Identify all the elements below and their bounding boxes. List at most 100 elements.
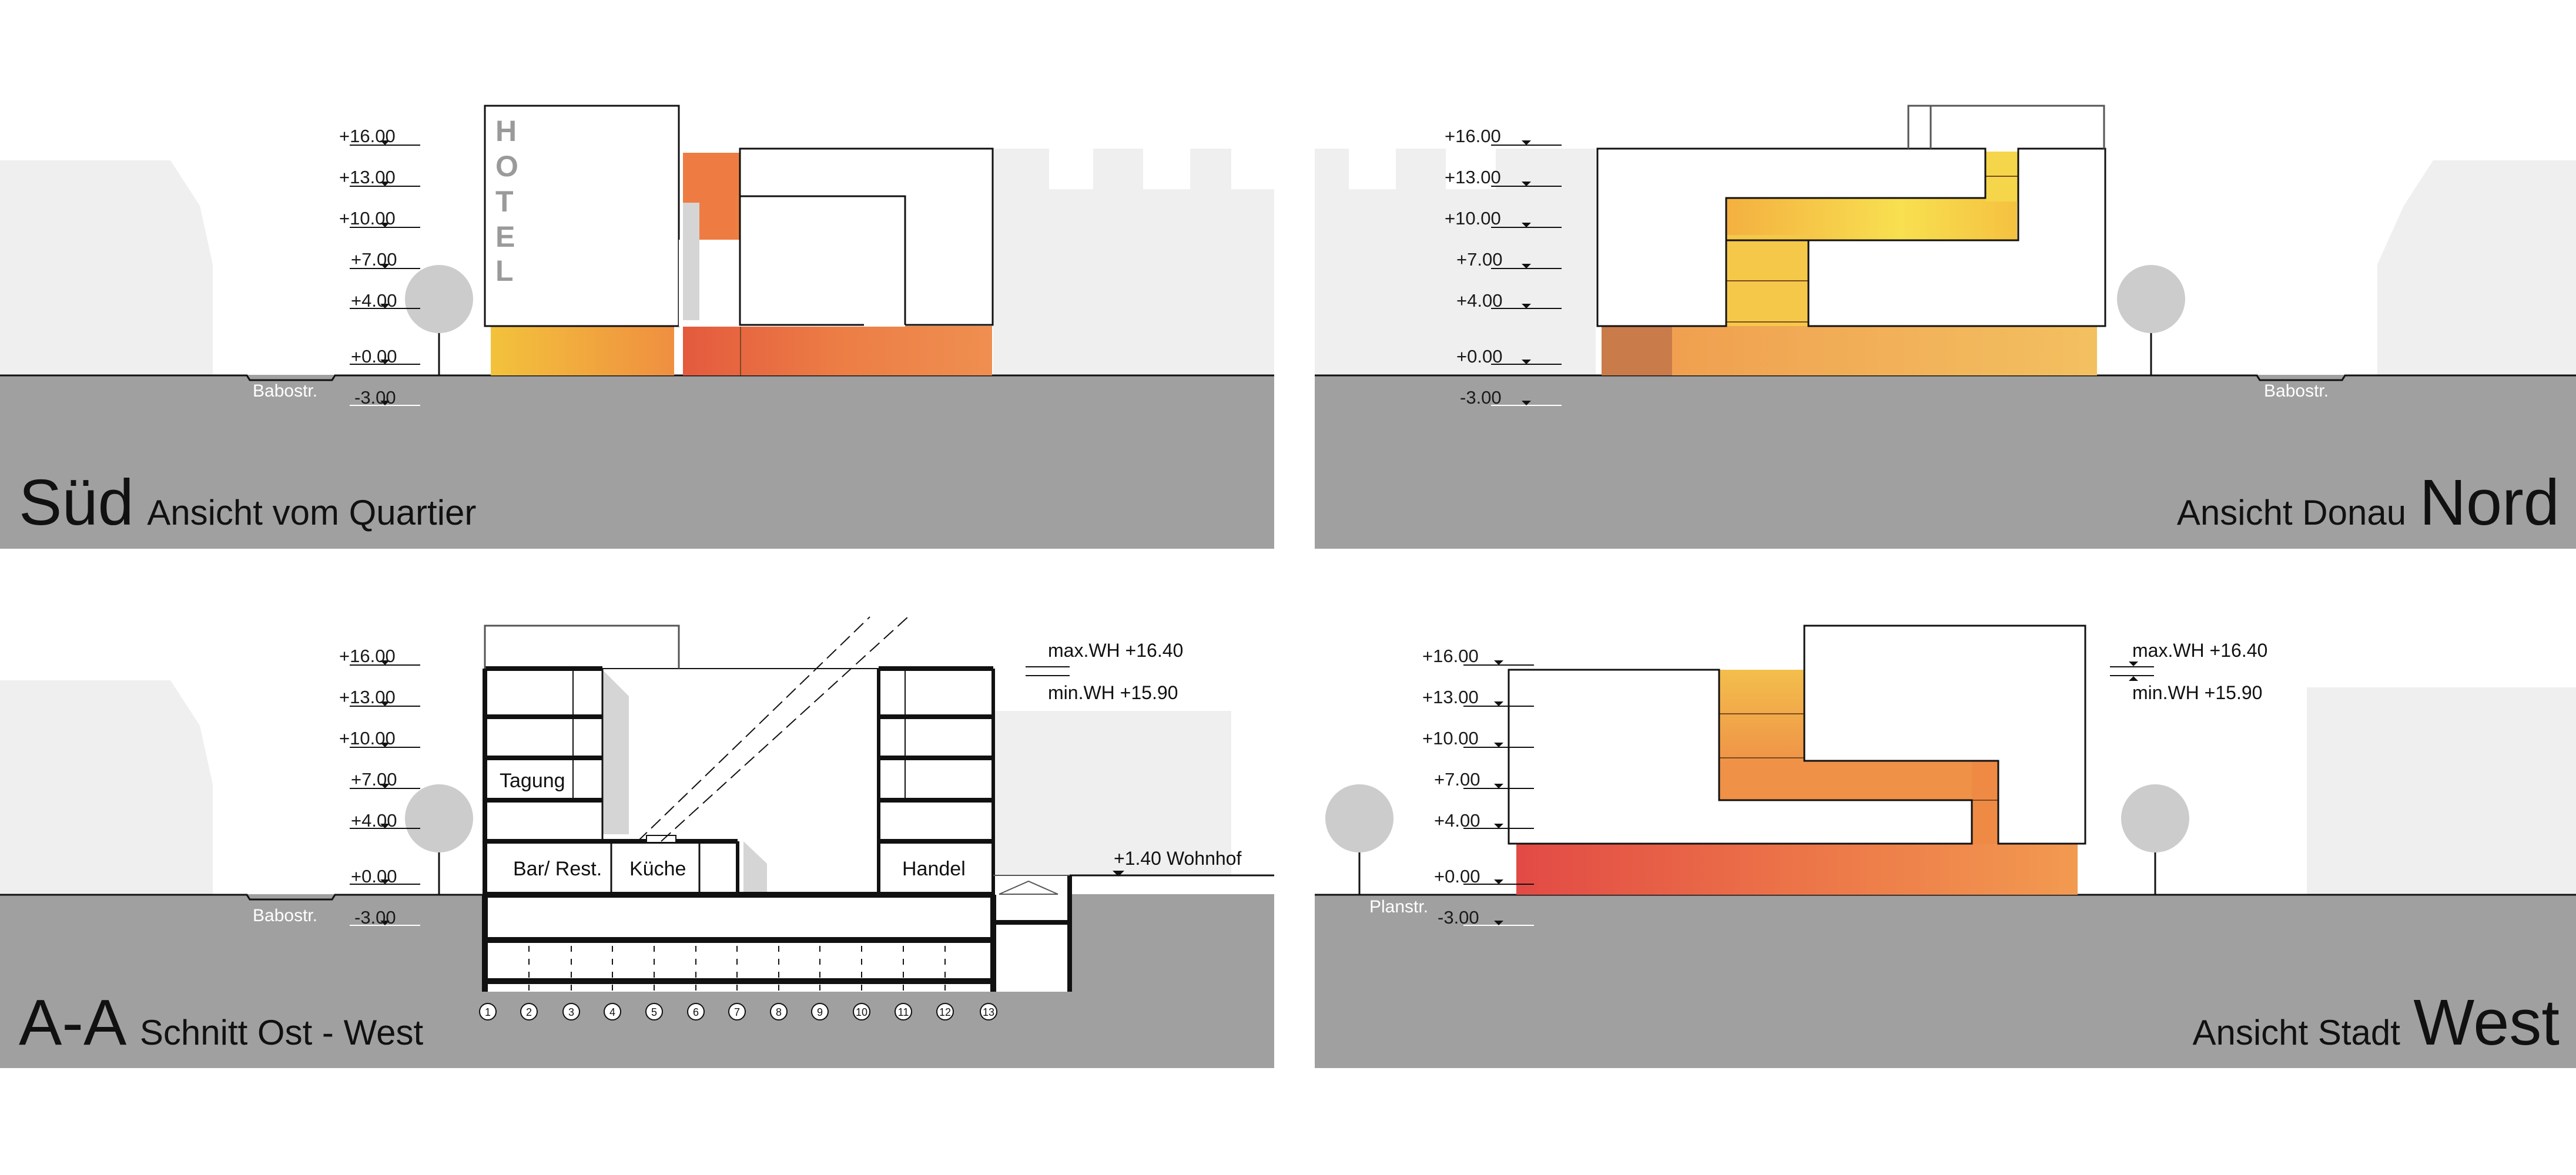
street-label: Babostr. — [253, 381, 317, 401]
neighbour-buildings — [2307, 687, 2576, 896]
level-labels: +16.00 +13.00 +10.00 +7.00 +4.00 +0.00 -… — [1445, 126, 1502, 408]
panel-schnitt: Tagung Bar/ Rest. Küche Handel 1 2 3 4 5… — [0, 616, 1274, 1068]
level-labels: +16.00 +13.00 +10.00 +7.00 +4.00 +0.00 -… — [1422, 646, 1480, 928]
level-label: -3.00 — [354, 387, 396, 408]
svg-text:8: 8 — [776, 1006, 782, 1018]
level-label: -3.00 — [1438, 907, 1479, 928]
level-label: +4.00 — [351, 290, 397, 311]
axis-marker: 9 — [811, 1003, 829, 1020]
street-profile — [1315, 374, 2576, 381]
axis-marker: 11 — [895, 1003, 912, 1020]
panel-title: Süd Ansicht vom Quartier — [19, 466, 476, 539]
room-label-bar: Bar/ Rest. — [513, 858, 602, 880]
svg-text:1: 1 — [485, 1006, 491, 1018]
ground-section — [0, 375, 1274, 549]
facade-building — [1508, 625, 2086, 895]
street-label: Planstr. — [1369, 897, 1428, 916]
svg-text:12: 12 — [939, 1006, 951, 1018]
courtyard-label: +1.40 Wohnhof — [1114, 848, 1241, 869]
level-label: +16.00 — [1422, 646, 1479, 666]
svg-text:5: 5 — [651, 1006, 657, 1018]
level-label: +13.00 — [339, 167, 396, 187]
level-label: +7.00 — [1456, 249, 1502, 270]
max-height-label: max.WH +16.40 — [1048, 640, 1183, 661]
level-label: -3.00 — [1460, 387, 1502, 408]
level-labels: +16.00 +13.00 +10.00 +7.00 +4.00 +0.00 -… — [339, 126, 397, 408]
tree — [1325, 784, 1393, 895]
axis-marker: 10 — [853, 1003, 870, 1020]
axis-marker: 7 — [728, 1003, 746, 1020]
courtyard-marker: +1.40 Wohnhof — [1113, 848, 1241, 877]
panel-title: A-A Schnitt Ost - West — [19, 986, 424, 1059]
level-label: +7.00 — [351, 249, 397, 270]
level-label: +10.00 — [1445, 208, 1501, 229]
level-label: +4.00 — [1456, 290, 1502, 311]
room-label-kueche: Küche — [629, 858, 686, 880]
hotel-letter: T — [495, 185, 514, 218]
axis-marker: 4 — [604, 1003, 621, 1020]
axis-marker: 6 — [687, 1003, 705, 1020]
level-label: +16.00 — [339, 126, 396, 146]
max-height-label: max.WH +16.40 — [2132, 640, 2267, 661]
level-labels: +16.00 +13.00 +10.00 +7.00 +4.00 +0.00 -… — [339, 646, 397, 928]
title-description: Ansicht Donau — [2177, 493, 2406, 532]
level-label: +10.00 — [1422, 728, 1479, 748]
title-orientation: A-A — [19, 986, 127, 1059]
hotel-letter: E — [495, 220, 515, 253]
panel-west: max.WH +16.40 min.WH +15.90 +16.00 +13.0… — [1315, 625, 2576, 1068]
title-orientation: Süd — [19, 466, 134, 539]
svg-text:7: 7 — [734, 1006, 740, 1018]
axis-marker: 3 — [562, 1003, 580, 1020]
level-label: +4.00 — [1434, 810, 1480, 831]
level-label: +0.00 — [1456, 346, 1502, 367]
axis-marker: 2 — [520, 1003, 538, 1020]
level-label: -3.00 — [354, 907, 396, 928]
level-label: +7.00 — [351, 769, 397, 790]
svg-text:3: 3 — [568, 1006, 574, 1018]
title-description: Schnitt Ost - West — [140, 1013, 424, 1052]
tree — [2117, 265, 2185, 375]
height-limit-marker: max.WH +16.40 min.WH +15.90 — [2110, 640, 2267, 703]
axis-marker: 8 — [770, 1003, 788, 1020]
level-label: +13.00 — [339, 687, 396, 707]
axis-marker: 5 — [645, 1003, 663, 1020]
axis-lines — [528, 946, 946, 993]
hotel-letter: O — [495, 150, 518, 183]
level-label: +7.00 — [1434, 769, 1480, 790]
panel-title: Ansicht Donau Nord — [2177, 466, 2560, 539]
ground-section — [1315, 894, 2576, 1068]
level-label: +13.00 — [1445, 167, 1501, 187]
min-height-label: min.WH +15.90 — [2132, 682, 2262, 703]
level-label: +0.00 — [351, 346, 397, 367]
level-label: +0.00 — [1434, 866, 1480, 887]
axis-marker: 13 — [980, 1003, 997, 1020]
street-label: Babostr. — [2264, 381, 2329, 401]
street-label: Babostr. — [253, 906, 317, 925]
min-height-label: min.WH +15.90 — [1048, 682, 1178, 703]
svg-text:9: 9 — [817, 1006, 823, 1018]
level-label: +16.00 — [339, 646, 396, 666]
tree — [405, 265, 473, 375]
panel-sued: H O T E L +16.00 +13.00 +10.00 +7.00 +4.… — [0, 105, 1274, 549]
room-label-handel: Handel — [902, 858, 966, 880]
facade-building — [484, 105, 994, 375]
level-label: +0.00 — [351, 866, 397, 887]
level-label: +10.00 — [339, 208, 396, 229]
facade-building — [1596, 105, 2106, 375]
hotel-letter: H — [495, 115, 517, 147]
level-label: +4.00 — [351, 810, 397, 831]
title-orientation: Nord — [2420, 466, 2560, 539]
svg-text:11: 11 — [898, 1006, 909, 1018]
neighbour-buildings — [1315, 149, 2576, 376]
svg-text:4: 4 — [609, 1006, 615, 1018]
tree — [405, 784, 473, 895]
street-profile — [0, 894, 993, 901]
axis-marker: 12 — [936, 1003, 954, 1020]
panel-nord: +16.00 +13.00 +10.00 +7.00 +4.00 +0.00 -… — [1315, 105, 2576, 549]
title-description: Ansicht vom Quartier — [147, 493, 476, 532]
svg-text:13: 13 — [983, 1006, 994, 1018]
neighbour-buildings — [0, 149, 1274, 376]
building-section — [482, 616, 1072, 993]
svg-text:2: 2 — [526, 1006, 532, 1018]
